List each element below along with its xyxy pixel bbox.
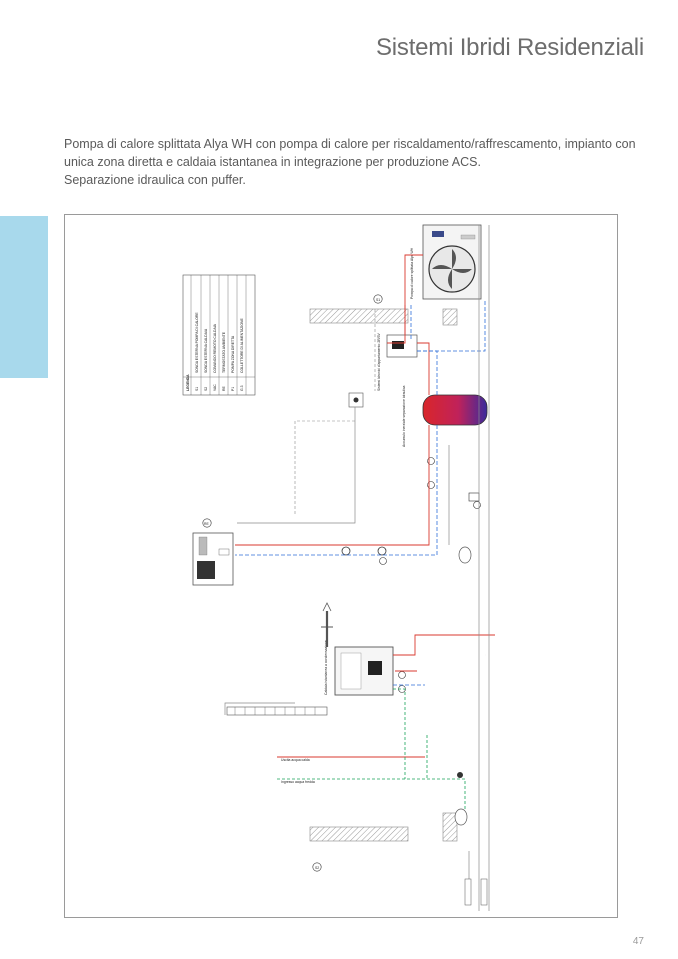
acs-out-label: Uscita acqua calda	[281, 758, 310, 762]
probe-s1-label: S1	[376, 298, 380, 302]
manifold-block	[226, 706, 328, 716]
pump-p1-icon	[341, 546, 351, 556]
legend-code-4: RE	[222, 386, 226, 391]
hydronic-module-label: Sistemi Idronici d'appartamento 2R/3V	[377, 333, 381, 391]
intro-text: Pompa di calore splittata Alya WH con po…	[64, 135, 636, 189]
thermostat-re-label: RE	[204, 522, 209, 526]
hydraulic-diagram-svg: LEGENDA S1 SONDA ESTERNA POMPA DI CALORE…	[182, 224, 495, 911]
fan-icon	[432, 249, 472, 289]
hydraulic-diagram: LEGENDA S1 SONDA ESTERNA POMPA DI CALORE…	[64, 214, 618, 918]
valve-group	[398, 457, 481, 778]
cold-water-pipes	[277, 688, 466, 811]
supply-arrow-2	[480, 878, 488, 906]
section-accent-bar	[0, 216, 48, 378]
pump-label-circle	[379, 557, 387, 565]
heat-pump-label: Pompa di calore splittata Alya WH	[410, 247, 414, 299]
page-title: Sistemi Ibridi Residenziali	[375, 34, 644, 61]
wall-upper-right	[442, 308, 458, 326]
puffer-label: Accumulo inerziale separazione idraulica	[402, 385, 406, 447]
legend-text-3: COMANDO REMOTO CALDAIA	[213, 323, 217, 373]
remote-control-icon	[353, 397, 359, 403]
supply-arrow-1	[464, 878, 472, 906]
room-terminal	[192, 532, 234, 586]
signal-lines	[294, 309, 376, 515]
wall-upper	[309, 308, 409, 324]
radiator-icon	[197, 561, 215, 579]
legend-code-5: P1	[231, 387, 235, 391]
legend-code-6: G.3	[240, 385, 244, 391]
probe-s1-icon	[373, 294, 383, 304]
legend-text-4: TERMOSTATO AMBIENTE	[222, 331, 226, 373]
legend-box: LEGENDA S1 SONDA ESTERNA POMPA DI CALORE…	[182, 274, 256, 396]
heat-pump-unit: Pompa di calore splittata Alya WH	[410, 224, 482, 300]
intro-line-2: unica zona diretta e caldaia istantanea …	[64, 155, 481, 169]
legend-code-3: VAC	[213, 384, 217, 391]
cold-in-label: Ingresso acqua fredda	[281, 780, 315, 784]
legend-text-2: SONDA ESTERNA CALDAIA	[204, 328, 208, 373]
thermostat-re-icon	[202, 518, 212, 528]
hydronic-module: Sistemi Idronici d'appartamento 2R/3V	[377, 333, 418, 391]
page-number: 47	[632, 936, 644, 947]
legend-text-1: SONDA ESTERNA POMPA DI CALORE	[195, 312, 199, 373]
legend-code-1: S1	[195, 387, 199, 391]
legend-code-2: S2	[204, 387, 208, 391]
probe-s2-icon	[312, 862, 322, 872]
neutral-pipes	[224, 225, 490, 911]
flow-pipes	[235, 254, 495, 758]
legend-text-6: COLLETTORE DI ALIMENTAZIONE	[240, 318, 244, 373]
probe-s2-label: S2	[315, 866, 319, 870]
boiler-unit: Caldaia istantanea a condensazione	[324, 640, 394, 696]
intro-line-1: Pompa di calore splittata Alya WH con po…	[64, 137, 636, 151]
puffer-tank: Accumulo inerziale separazione idraulica	[402, 385, 488, 447]
pump-2-icon	[377, 546, 387, 556]
wall-lower-right	[442, 812, 458, 842]
expansion-vessel-2	[454, 808, 468, 826]
legend-text-5: POMPA ZONA DIRETTA	[231, 335, 235, 373]
intro-line-3: Separazione idraulica con puffer.	[64, 173, 246, 187]
return-pipes	[235, 299, 486, 686]
boiler-label: Caldaia istantanea a condensazione	[324, 640, 328, 695]
legend-title: LEGENDA	[186, 374, 190, 391]
wall-lower	[309, 826, 409, 842]
expansion-vessel-1	[458, 546, 472, 564]
